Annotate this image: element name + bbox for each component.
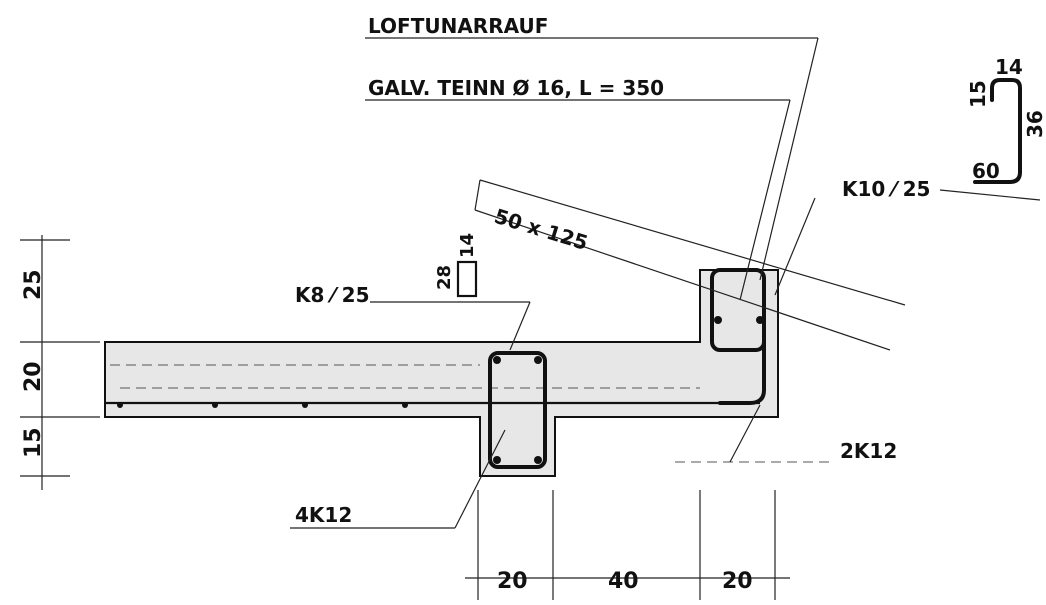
hook-detail-sketch: 14 15 36 60 — [966, 55, 1046, 184]
hook-top-label: 14 — [995, 55, 1023, 79]
stirrup-beam-label: K8 ⁄ 25 — [295, 283, 370, 307]
hook-left-label: 15 — [966, 80, 990, 108]
bars-beam-label: 4K12 — [295, 503, 352, 527]
leader-2k12-diag — [729, 404, 761, 463]
hook-detail-shape — [973, 78, 1022, 184]
rebar-dot — [402, 402, 408, 408]
rebar-dot — [714, 316, 722, 324]
hook-bottom-label: 60 — [972, 159, 1000, 183]
small-stirrup-width: 14 — [457, 233, 478, 258]
leader-k8-diag — [509, 301, 531, 351]
upstand-stirrup-loop — [710, 268, 766, 352]
rebar-dot — [212, 402, 218, 408]
rebar-dot — [302, 402, 308, 408]
spec-label: GALV. TEINN Ø 16, L = 350 — [368, 76, 664, 100]
small-stirrup-shape — [456, 260, 478, 298]
timber-rafter — [474, 179, 906, 351]
beam-stirrup — [488, 351, 547, 469]
leader-4k12-diag — [454, 429, 506, 529]
upstand-stirrup — [710, 268, 766, 405]
stirrup-right-label: K10 ⁄ 25 — [842, 177, 930, 201]
vdim-label: 20 — [21, 361, 46, 392]
bars-right-label: 2K12 — [840, 439, 897, 463]
vdim-label: 15 — [21, 427, 46, 458]
rebar-dot — [493, 356, 501, 364]
rebar-dot — [493, 456, 501, 464]
leader-title-diag — [759, 37, 819, 281]
small-stirrup-height: 28 — [434, 265, 455, 290]
rebar-dot — [117, 402, 123, 408]
rafter-end — [474, 179, 481, 211]
leader-k10-tail — [939, 189, 1041, 201]
rebar-dot — [534, 356, 542, 364]
rebar-dot — [534, 456, 542, 464]
rebar-dot — [756, 316, 764, 324]
small-stirrup-sketch: 28 14 — [434, 233, 478, 298]
rafter-bottom-edge — [474, 209, 891, 351]
horizontal-dimensions: 20 40 20 — [465, 490, 790, 600]
timber-label: 50 x 125 — [492, 204, 591, 255]
leader-lines — [290, 37, 1041, 529]
concrete-section — [104, 269, 779, 477]
rafter-top-edge — [479, 179, 906, 306]
leader-spec-diag — [739, 99, 791, 301]
vertical-dimensions: 25 20 15 — [20, 235, 100, 490]
leader-k10 — [774, 197, 816, 296]
title-label: LOFTUNARRAUF — [368, 14, 548, 38]
beam-stirrup-loop — [488, 351, 547, 469]
slab — [104, 269, 779, 477]
hdim-label: 20 — [497, 569, 528, 594]
upstand-hook-bar — [718, 318, 766, 405]
hdim-label: 20 — [722, 569, 753, 594]
hdim-label: 40 — [608, 569, 639, 594]
vdim-label: 25 — [21, 269, 46, 300]
hook-right-label: 36 — [1023, 110, 1046, 138]
